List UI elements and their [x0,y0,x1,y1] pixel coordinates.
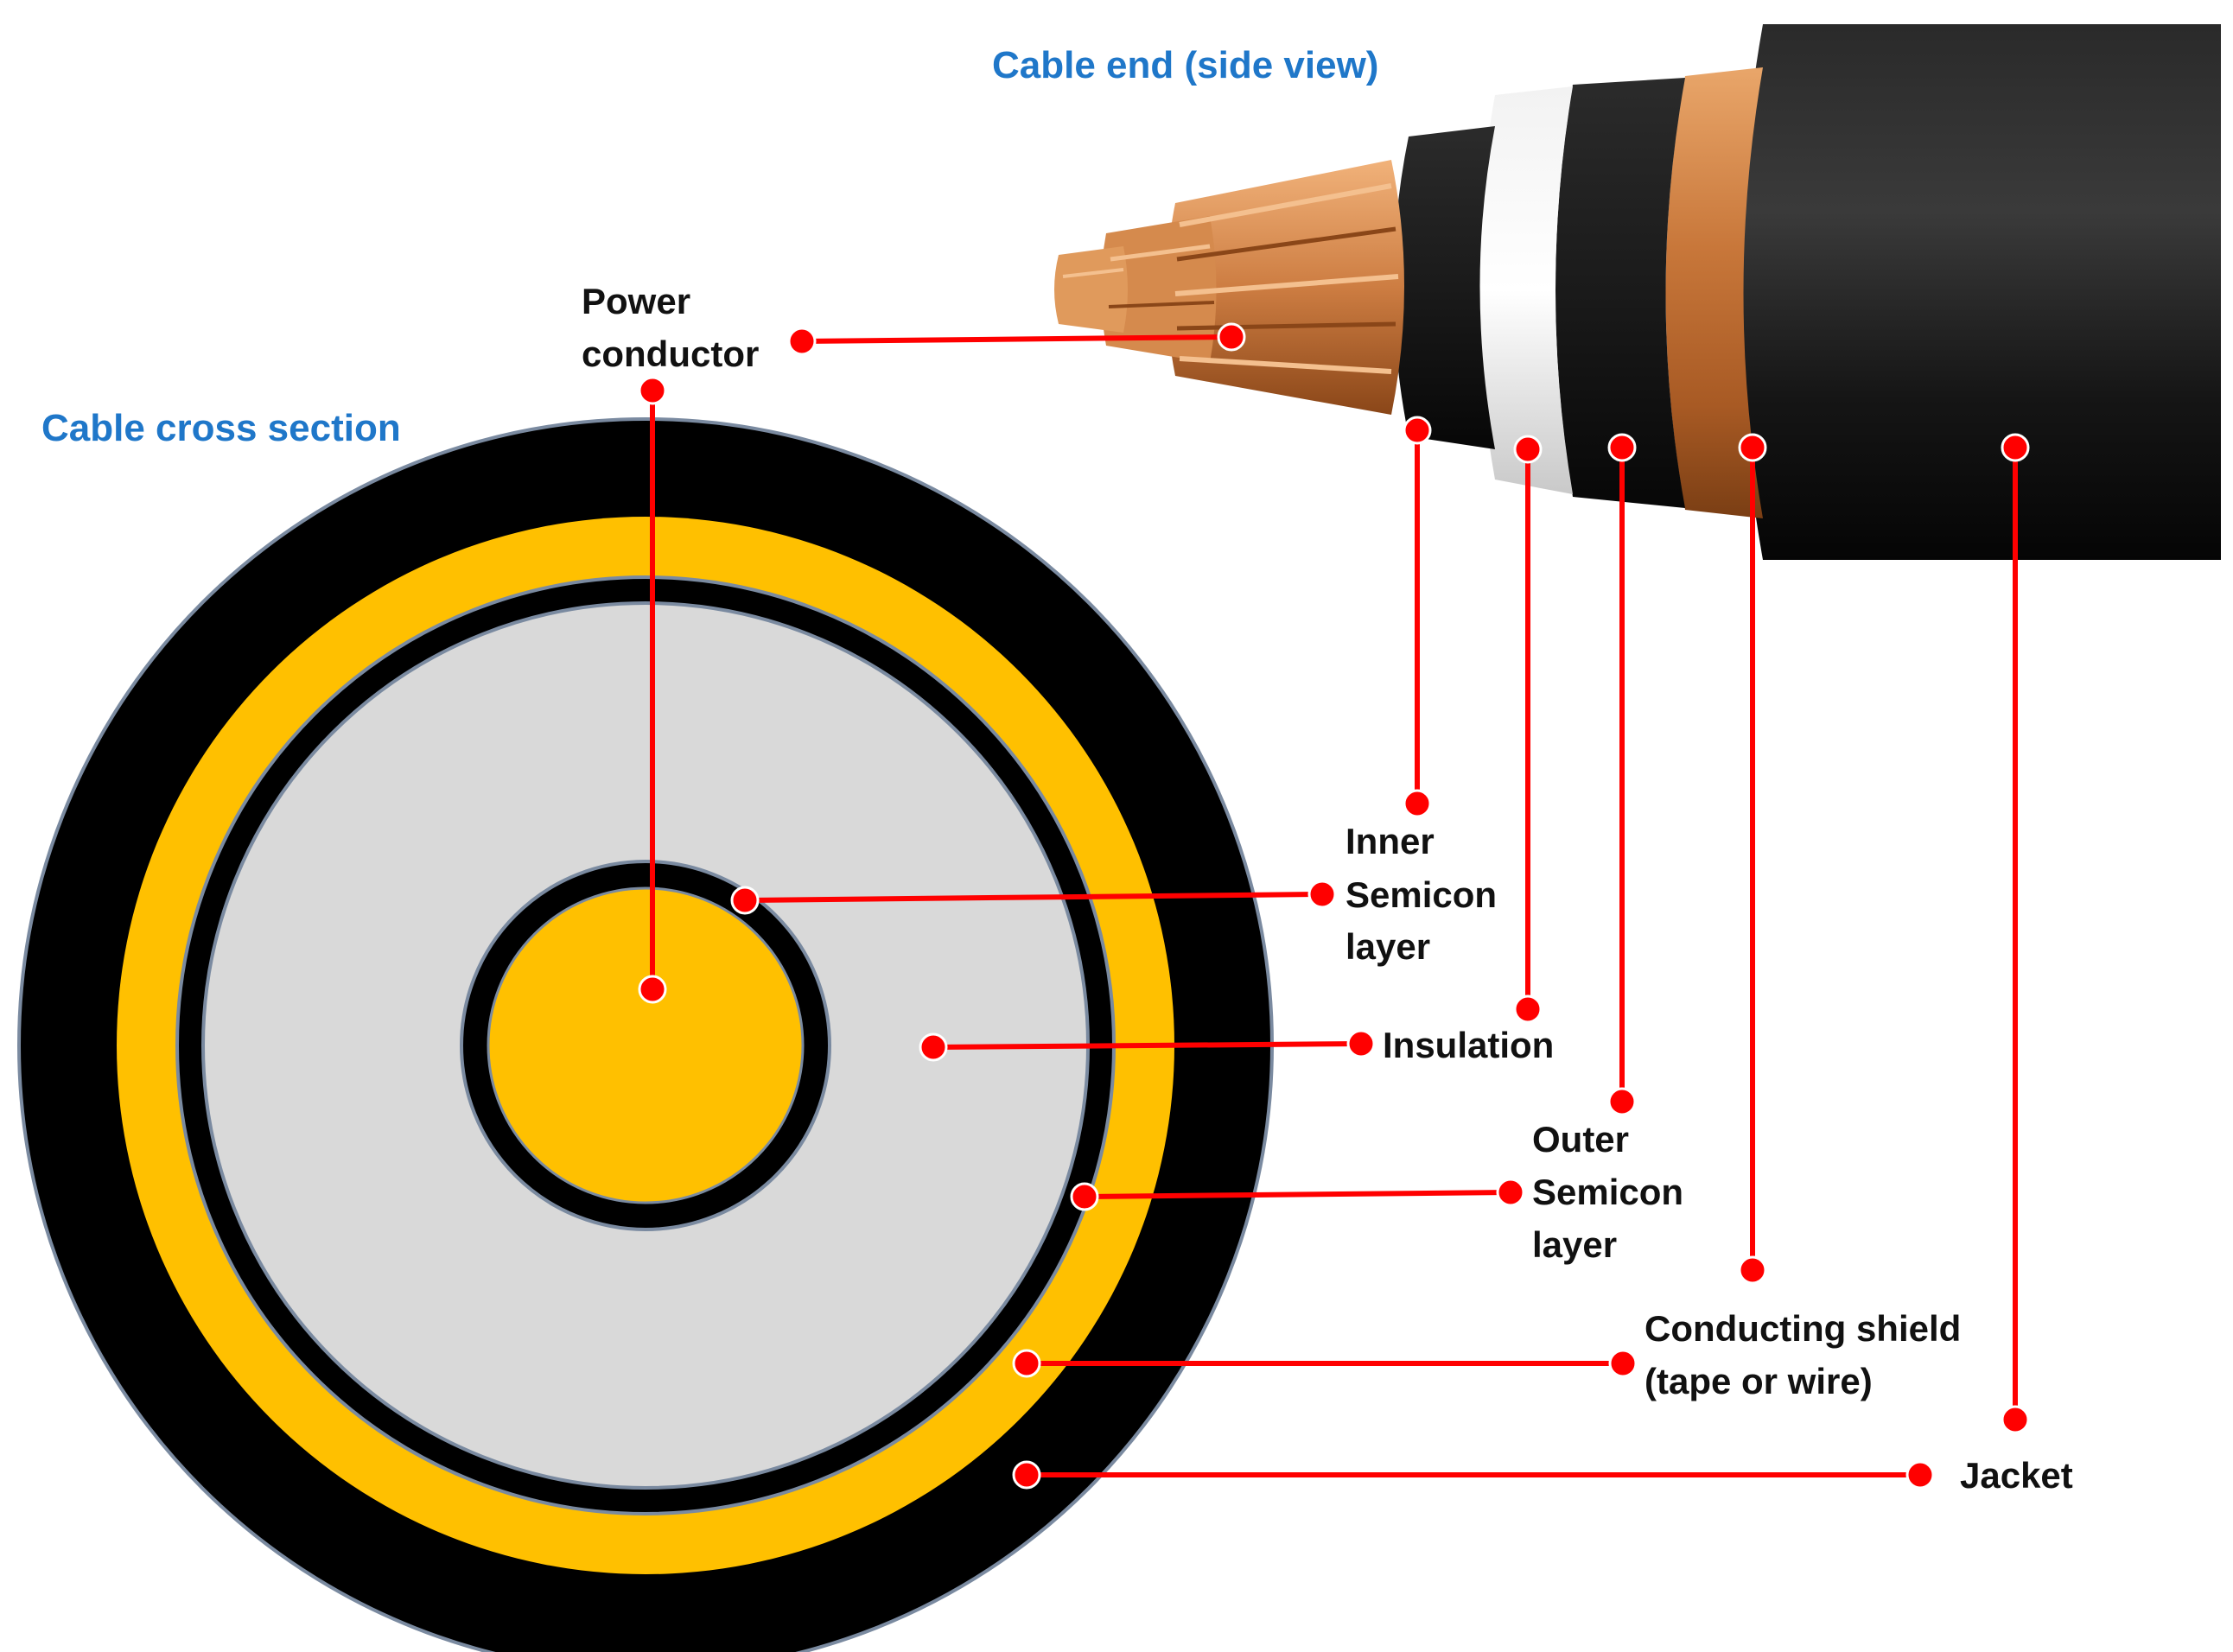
leader-lines [638,322,2030,1490]
leader-dot [1217,322,1246,352]
leader-dot [638,376,667,405]
leader-dot [1012,1460,1041,1490]
label-line: conductor [582,334,759,374]
side-copper-shield [1665,67,1763,518]
label-jacket: Jacket [1960,1455,2073,1496]
cable-side-view [1054,24,2221,560]
label-line: Insulation [1383,1025,1554,1065]
label-line: Semicon [1532,1172,1683,1212]
leader-outer-semicon-cross [1084,1190,1511,1199]
leader-dot [2001,433,2030,462]
side-insulation [1478,86,1573,494]
side-view-title: Cable end (side view) [992,44,1378,86]
leader-dot [919,1032,948,1062]
leader-dot [730,886,760,915]
label-inner-semicon: Inner Semicon layer [1346,821,1507,967]
label-outer-semicon: Outer Semicon layer [1532,1119,1694,1265]
leader-dot [1070,1182,1099,1211]
leader-dot [1513,994,1543,1024]
leader-dot [1607,1087,1637,1116]
label-line: Inner [1346,821,1435,861]
label-line: layer [1532,1224,1617,1265]
cross-conductor [487,886,805,1204]
label-conducting-shield: Conducting shield (tape or wire) [1645,1308,1971,1401]
side-outer-semicon [1555,78,1685,508]
leader-dot [787,327,817,356]
side-conductor-strands [1054,160,1404,415]
leader-dot [1513,435,1543,464]
leader-dot [638,975,667,1004]
leader-dot [1905,1460,1935,1490]
side-jacket [1739,24,2221,560]
leader-dot [1608,1349,1638,1378]
cable-cross-section [17,417,1274,1652]
label-line: layer [1346,926,1430,967]
leader-dot [1346,1029,1376,1058]
side-inner-semicon [1393,126,1495,449]
leader-insulation-cross [932,1041,1362,1050]
leader-dot [1738,1255,1767,1285]
label-line: Semicon [1346,874,1497,915]
leader-dot [1012,1349,1041,1378]
leader-dot [1738,433,1767,462]
leader-dot [2001,1405,2030,1434]
leader-inner-semicon-cross [744,892,1323,903]
label-insulation: Insulation [1383,1025,1554,1065]
leader-dot [1403,789,1432,818]
leader-dot [1403,416,1432,445]
label-power-conductor: Power conductor [582,281,759,374]
leader-dot [1496,1178,1525,1207]
leader-dot [1307,880,1337,909]
label-line: (tape or wire) [1645,1361,1873,1401]
leader-power-conductor-side [801,334,1232,344]
label-line: Power [582,281,690,321]
label-line: Jacket [1960,1455,2073,1496]
leader-dot [1607,433,1637,462]
cross-section-title: Cable cross section [41,407,401,449]
label-line: Outer [1532,1119,1629,1160]
label-line: Conducting shield [1645,1308,1961,1349]
